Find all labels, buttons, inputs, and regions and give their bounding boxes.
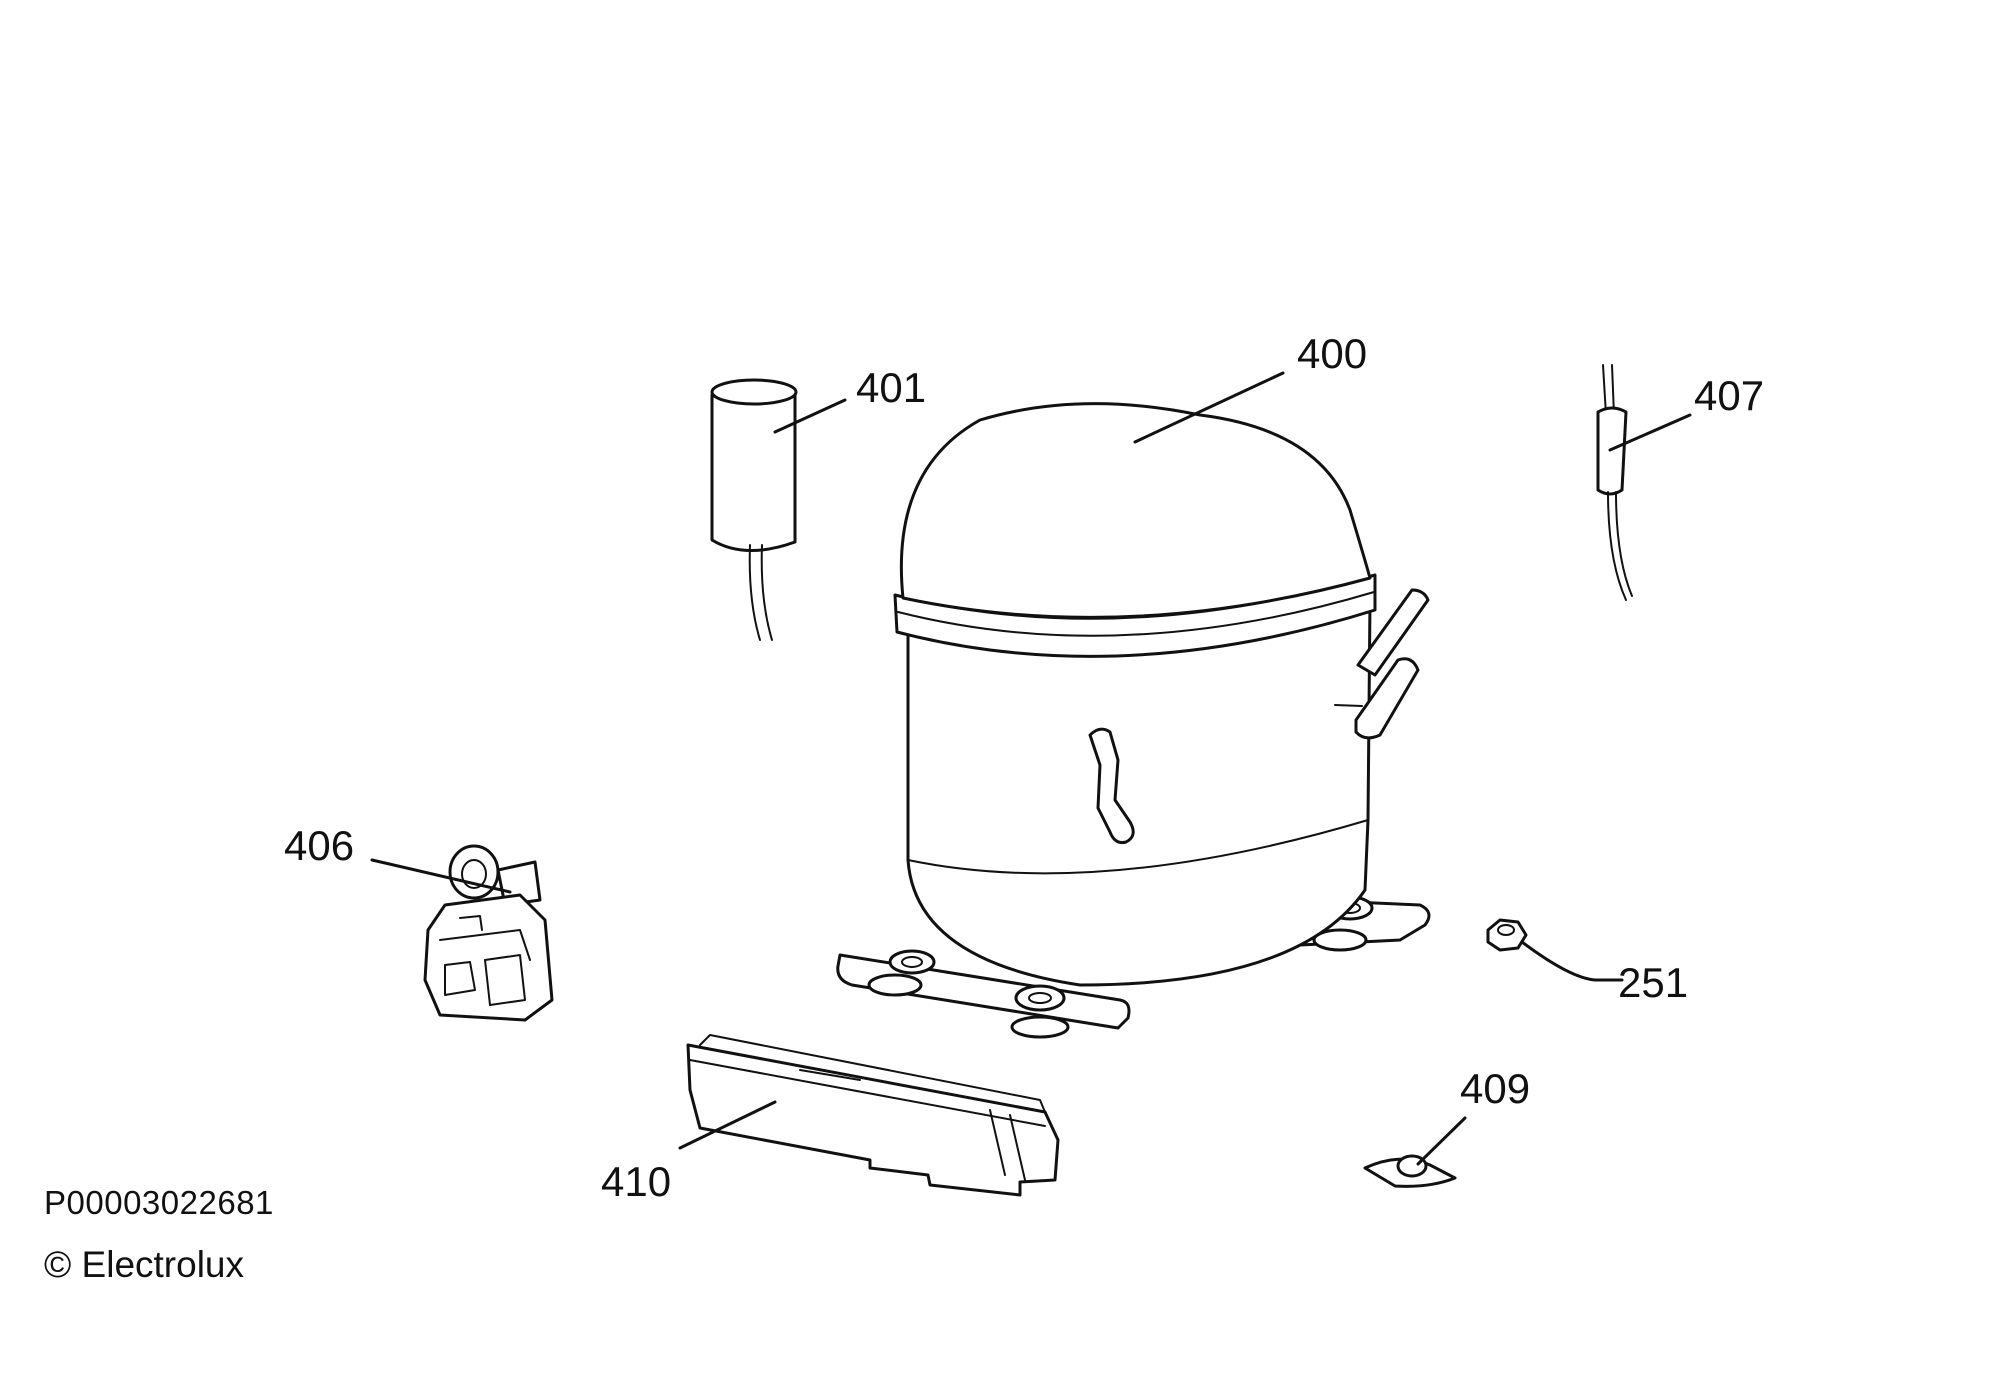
nut-drawing — [1486, 918, 1528, 952]
clip-drawing — [1363, 1154, 1457, 1188]
leader-406 — [370, 858, 512, 894]
leader-251 — [1520, 940, 1624, 982]
drawing-code: P00003022681 — [44, 1184, 274, 1221]
copyright-notice: © Electrolux — [44, 1244, 244, 1285]
part-label-401: 401 — [856, 364, 926, 411]
part-label-251: 251 — [1618, 959, 1688, 1006]
cover-drawing — [686, 1034, 1060, 1197]
leader-400 — [1133, 371, 1285, 444]
leader-407 — [1608, 413, 1692, 452]
part-label-409: 409 — [1460, 1065, 1530, 1112]
capacitor-drawing — [710, 378, 798, 641]
leader-lines — [370, 371, 1692, 1166]
part-label-407: 407 — [1694, 372, 1764, 419]
leader-410 — [678, 1100, 777, 1150]
leader-401 — [773, 398, 847, 434]
part-label-410: 410 — [601, 1158, 671, 1205]
starter-relay-drawing — [423, 844, 554, 1022]
part-label-406: 406 — [284, 822, 354, 869]
part-label-400: 400 — [1297, 330, 1367, 377]
filter-drier-drawing — [1596, 364, 1633, 601]
compressor-drawing — [836, 402, 1431, 1039]
leader-409 — [1416, 1116, 1467, 1166]
